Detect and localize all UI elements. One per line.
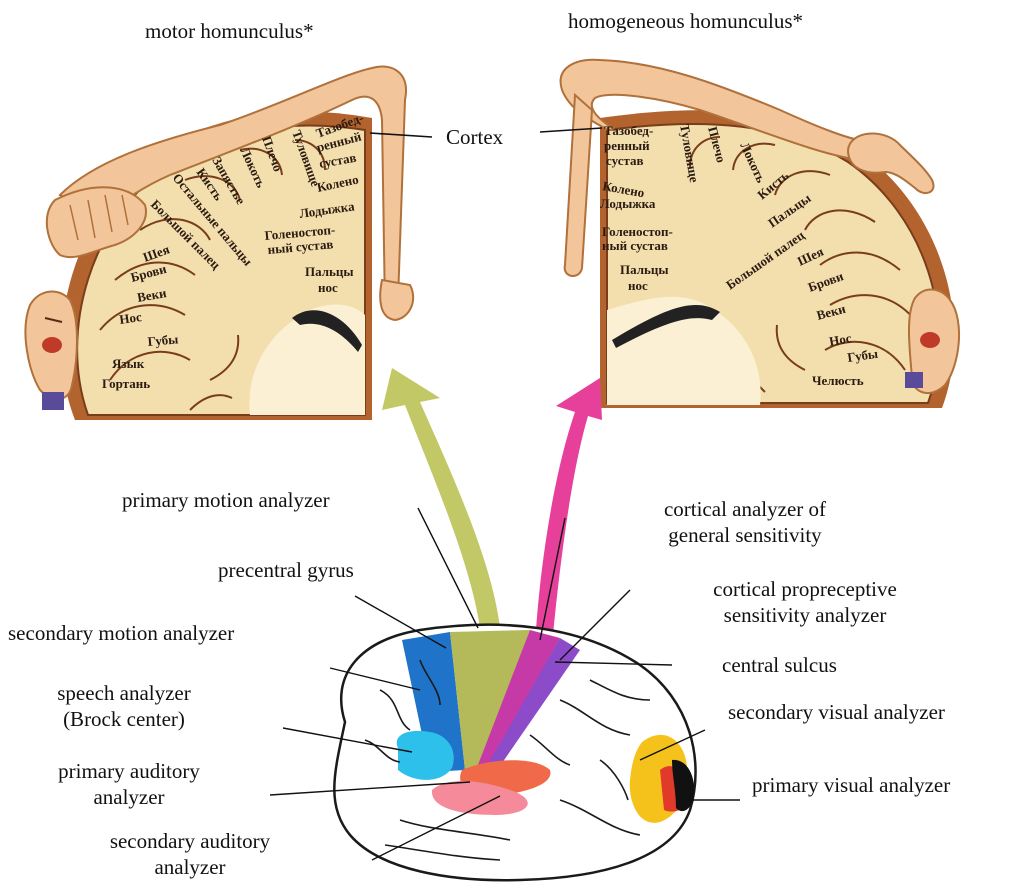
- lateral-brain: [334, 625, 695, 881]
- left-cortex-section: Тазобед- ренный сустав Колено Лодыжка Го…: [25, 67, 413, 420]
- label-primary-motion-analyzer: primary motion analyzer: [122, 487, 330, 513]
- right-word-hip: Тазобед-: [604, 123, 653, 138]
- label-central-sulcus: central sulcus: [722, 652, 837, 678]
- speech-line-2: (Brock center): [24, 706, 224, 732]
- label-cortical-propreceptive: cortical propreceptive sensitivity analy…: [680, 576, 930, 628]
- label-precentral-gyrus: precentral gyrus: [218, 557, 354, 583]
- primary-auditory-line-2: analyzer: [24, 784, 234, 810]
- left-word-lips: Губы: [147, 331, 179, 349]
- label-secondary-motion-analyzer: secondary motion analyzer: [8, 620, 234, 646]
- pink-arrow: [535, 378, 602, 645]
- right-word-toes: Пальцы: [620, 262, 669, 277]
- left-word-toes: Пальцы: [305, 264, 354, 279]
- cortical-general-line-2: general sensitivity: [630, 522, 860, 548]
- secondary-auditory-line-1: secondary auditory: [80, 828, 300, 854]
- right-word-ankle: Лодыжка: [600, 196, 656, 211]
- right-word-jaw: Челюсть: [812, 373, 864, 388]
- left-word-larynx: Гортань: [102, 376, 150, 391]
- secondary-auditory-line-2: analyzer: [80, 854, 300, 880]
- right-word-anklejoint2: ный сустав: [602, 238, 668, 253]
- green-arrow: [382, 368, 500, 628]
- primary-auditory-line-1: primary auditory: [24, 758, 234, 784]
- right-word-nose: нос: [628, 278, 648, 293]
- cortical-propre-line-1: cortical propreceptive: [680, 576, 930, 602]
- label-primary-visual-analyzer: primary visual analyzer: [752, 772, 950, 798]
- label-speech-analyzer: speech analyzer (Brock center): [24, 680, 224, 732]
- speech-line-1: speech analyzer: [24, 680, 224, 706]
- cortical-general-line-1: cortical analyzer of: [630, 496, 860, 522]
- title-homogeneous-homunculus: homogeneous homunculus*: [568, 8, 803, 34]
- title-motor-homunculus: motor homunculus*: [145, 18, 314, 44]
- left-word-tongue: Язык: [112, 356, 145, 371]
- right-word-hip3: сустав: [606, 153, 644, 168]
- cortical-propre-line-2: sensitivity analyzer: [680, 602, 930, 628]
- left-word-nose: нос: [318, 280, 338, 295]
- label-primary-auditory: primary auditory analyzer: [24, 758, 234, 810]
- left-word-nose2: Нос: [118, 309, 142, 327]
- right-word-hip2: ренный: [604, 138, 650, 153]
- label-secondary-auditory: secondary auditory analyzer: [80, 828, 300, 880]
- right-cortex-section: Тазобед- ренный сустав Колено Лодыжка Го…: [561, 60, 959, 408]
- label-cortex: Cortex: [446, 124, 503, 150]
- label-cortical-general-sensitivity: cortical analyzer of general sensitivity: [630, 496, 860, 548]
- right-word-anklejoint: Голеностоп-: [602, 224, 673, 239]
- label-secondary-visual-analyzer: secondary visual analyzer: [728, 699, 945, 725]
